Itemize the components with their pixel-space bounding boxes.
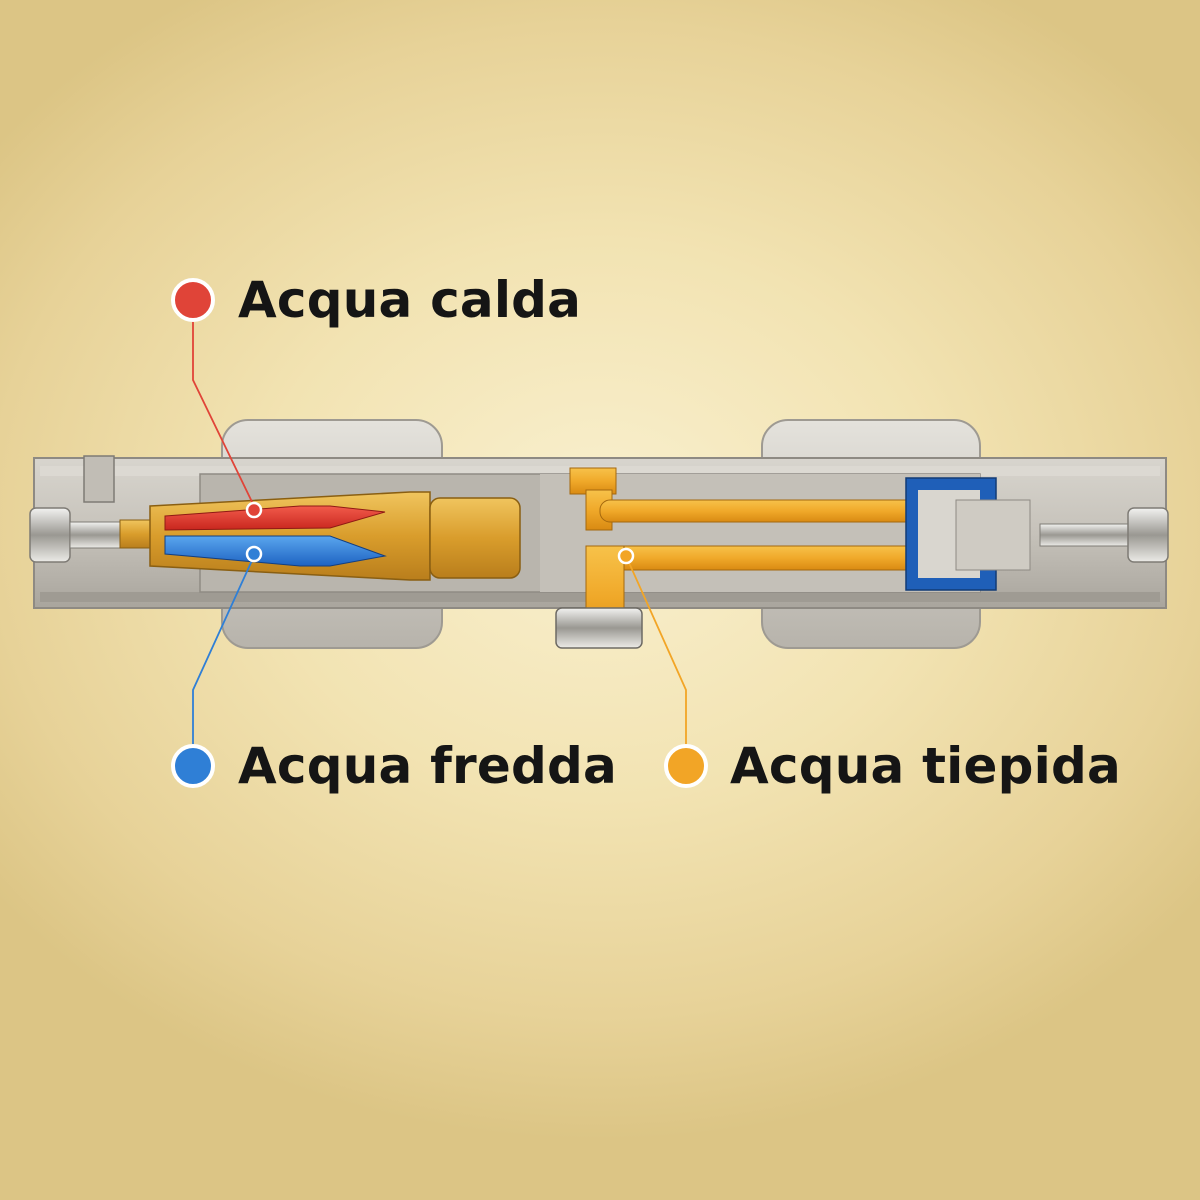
hot-water-label: Acqua calda bbox=[238, 271, 582, 329]
cold-water-channel bbox=[164, 535, 387, 567]
warm-water-dot bbox=[664, 744, 708, 788]
left-end-knob bbox=[29, 455, 131, 563]
right-seal-assembly bbox=[905, 477, 1031, 591]
hot-water-channel bbox=[164, 505, 386, 531]
target-markers bbox=[245, 501, 635, 565]
cold-water-label: Acqua fredda bbox=[238, 737, 617, 795]
outlet-nut bbox=[555, 607, 643, 649]
warm-water-label: Acqua tiepida bbox=[730, 737, 1121, 795]
hot-water-dot bbox=[171, 278, 215, 322]
right-end-knob bbox=[1039, 507, 1169, 563]
cold-water-dot bbox=[171, 744, 215, 788]
callout-lines bbox=[192, 300, 687, 760]
